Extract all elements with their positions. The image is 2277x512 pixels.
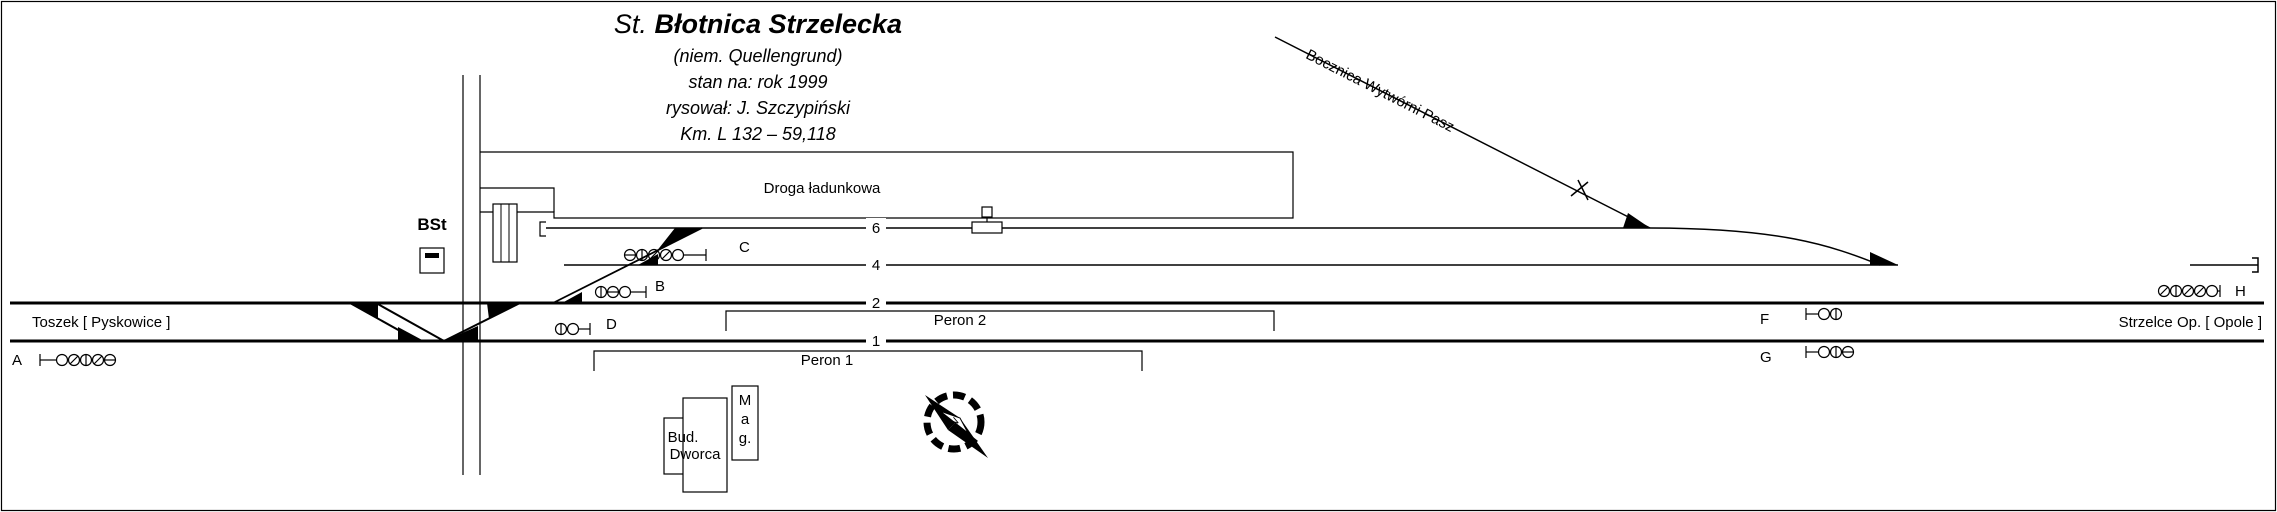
track-2-label-bg bbox=[866, 293, 886, 312]
title: St. Błotnica Strzelecka bbox=[614, 9, 902, 39]
track-1-label-bg bbox=[866, 331, 886, 350]
platform-1 bbox=[593, 350, 1143, 371]
compass-icon: N bbox=[923, 391, 988, 458]
signal-a-icon bbox=[39, 353, 117, 367]
signal-d-icon bbox=[554, 322, 591, 336]
track-6-label-bg bbox=[866, 218, 886, 237]
turnout-6-2 bbox=[656, 228, 702, 252]
ramp-block bbox=[492, 203, 518, 263]
siding-mark-a bbox=[1570, 181, 1589, 197]
track-2-label: 2 bbox=[872, 295, 880, 312]
crossover-b bbox=[375, 302, 445, 342]
scale-head bbox=[981, 206, 993, 218]
loading-road-outline bbox=[480, 151, 1294, 219]
signal-f-label: F bbox=[1760, 311, 1769, 328]
track-4-label-bg bbox=[866, 255, 886, 274]
track-6-label: 6 bbox=[872, 220, 880, 237]
track-6-curve bbox=[1647, 227, 1881, 266]
post-box-fill bbox=[425, 253, 439, 258]
scale-box bbox=[971, 221, 1003, 234]
loading-ramp bbox=[480, 187, 555, 212]
station-building-label-2: Dworca bbox=[670, 446, 722, 463]
direction-east: Strzelce Op. [ Opole ] bbox=[2119, 314, 2262, 331]
platform-2 bbox=[725, 310, 1275, 331]
title-prefix: St. bbox=[614, 9, 647, 39]
turnout-siding bbox=[1623, 213, 1650, 228]
buffer-stop bbox=[539, 221, 546, 237]
title-line-4: Km. L 132 – 59,118 bbox=[680, 124, 835, 144]
track-1-label: 1 bbox=[872, 333, 880, 350]
title-line-2: stan na: rok 1999 bbox=[688, 72, 827, 92]
signal-h-label: H bbox=[2235, 283, 2246, 300]
title-name: Błotnica Strzelecka bbox=[654, 9, 902, 39]
station-building bbox=[682, 397, 728, 493]
turnout-1-a bbox=[444, 326, 478, 341]
turnout-4-b bbox=[1870, 252, 1898, 265]
signal-h-icon bbox=[2157, 284, 2221, 298]
siding-line bbox=[1274, 36, 1651, 229]
turnout-1-b bbox=[398, 327, 424, 341]
signal-d-label: D bbox=[606, 316, 617, 333]
track-h-stub bbox=[2190, 257, 2259, 273]
turnout-2-b bbox=[487, 303, 520, 319]
turnout-2-a bbox=[562, 292, 582, 303]
signal-c-label: C bbox=[739, 239, 750, 256]
title-line-3: rysował: J. Szczypiński bbox=[666, 98, 851, 118]
post-box bbox=[419, 247, 445, 274]
magazine-building bbox=[731, 385, 759, 461]
siding-mark-b bbox=[1577, 179, 1589, 201]
magazine-label-2: a bbox=[741, 411, 750, 428]
title-line-1: (niem. Quellengrund) bbox=[673, 46, 842, 66]
station-building-label-1: Bud. bbox=[668, 429, 699, 446]
signal-a-label: A bbox=[12, 352, 22, 369]
platform-1-label: Peron 1 bbox=[801, 352, 854, 369]
signal-b-label: B bbox=[655, 278, 665, 295]
platform-2-label: Peron 2 bbox=[934, 312, 987, 329]
signal-g-icon bbox=[1805, 345, 1855, 359]
turnout-2-c bbox=[350, 303, 378, 318]
signal-b-icon bbox=[594, 285, 647, 299]
magazine-label-1: M bbox=[739, 392, 752, 409]
post-label: BSt bbox=[417, 215, 447, 234]
siding-label: Bocznica Wytwórni Pasz bbox=[1303, 46, 1457, 136]
loading-road-label: Droga ładunkowa bbox=[764, 180, 881, 197]
direction-west: Toszek [ Pyskowice ] bbox=[32, 314, 170, 331]
magazine-label-3: g. bbox=[739, 430, 752, 447]
signal-f-icon bbox=[1805, 307, 1843, 321]
signal-g-label: G bbox=[1760, 349, 1772, 366]
track-4-label: 4 bbox=[872, 257, 880, 274]
signal-c-icon bbox=[623, 248, 707, 262]
